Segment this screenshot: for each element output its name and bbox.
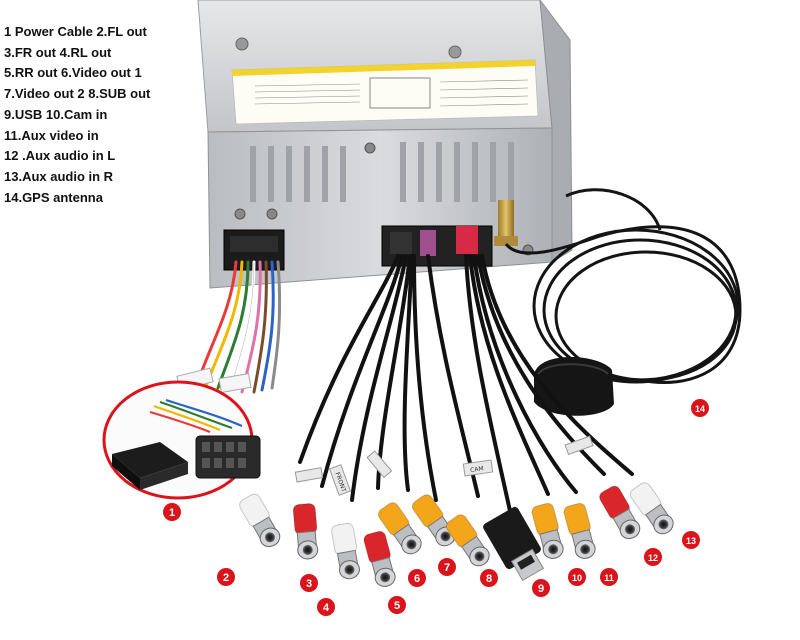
gps-cable: [504, 188, 742, 414]
head-unit: [197, 0, 573, 289]
rca-plug: [599, 485, 641, 540]
rca-plug: [363, 530, 396, 587]
fakra-red: [456, 226, 478, 254]
rca-plug: [563, 502, 596, 559]
callout-number: 6: [414, 573, 420, 585]
legend-line: 9.USB 10.Cam in: [4, 106, 108, 122]
screw: [364, 142, 376, 154]
iso-connector: [195, 435, 261, 479]
callout-number: 11: [604, 573, 614, 583]
gps-socket: [498, 200, 514, 244]
callout-badge-11: 11: [600, 568, 618, 586]
callout-badge-3: 3: [300, 574, 318, 592]
callout-badge-13: 13: [682, 531, 700, 549]
screw: [235, 37, 249, 51]
cooling-fins: [250, 142, 514, 202]
harness-label: [218, 372, 252, 394]
label-fine-print: [254, 79, 529, 107]
callout-badge-7: 7: [438, 558, 456, 576]
callout-badge-2: 2: [217, 568, 235, 586]
rca-plugs: [239, 482, 674, 587]
can-box: [112, 442, 188, 490]
legend-line: 11.Aux video in: [4, 127, 99, 143]
screw: [234, 208, 246, 220]
callout-badge-14: 14: [691, 399, 709, 417]
label-schematic: [369, 77, 431, 109]
callout-number: 1: [169, 507, 175, 519]
cable-tag-cam: CAM: [462, 459, 494, 477]
fakra-violet: [420, 230, 436, 256]
screw: [448, 45, 462, 59]
warning-label: [231, 59, 539, 125]
legend-line: 7.Video out 2 8.SUB out: [4, 86, 151, 102]
rca-plug: [331, 522, 360, 580]
legend-line: 13.Aux audio in R: [4, 168, 114, 184]
rca-plug: [531, 502, 564, 559]
cable-tag: [366, 450, 393, 479]
av-cables: [298, 254, 634, 522]
rca-plug: [239, 493, 281, 548]
callout-number: 9: [538, 583, 544, 595]
callout-badge-10: 10: [568, 568, 586, 586]
callout-badge-12: 12: [644, 548, 662, 566]
callout-number: 2: [223, 572, 229, 584]
callout-number: 4: [323, 602, 330, 614]
legend-line: 14.GPS antenna: [4, 189, 103, 205]
chassis-side: [539, 0, 573, 263]
usb-connector: [483, 506, 545, 582]
callout-number: 5: [394, 600, 400, 612]
rca-plug: [445, 514, 490, 567]
rca-plug: [292, 503, 319, 560]
cable-tag-front: FRONT: [328, 464, 352, 496]
cable-tag: [294, 467, 324, 483]
rca-plug: [377, 502, 422, 555]
callout-number: 12: [648, 553, 658, 563]
callout-badge-6: 6: [408, 569, 426, 587]
callout-badge-8: 8: [480, 569, 498, 587]
legend-line: 3.FR out 4.RL out: [4, 44, 112, 60]
tag-text-cam: CAM: [470, 465, 484, 474]
legend-line: 5.RR out 6.Video out 1: [4, 65, 142, 81]
callout-badge-4: 4: [317, 598, 335, 616]
callout-number: 3: [306, 578, 312, 590]
screw: [266, 208, 278, 220]
callout-badge-1: 1: [163, 503, 181, 521]
inset-wires: [149, 398, 243, 434]
rca-plug: [629, 482, 674, 535]
label-stripe: [232, 60, 535, 76]
callout-badge-9: 9: [532, 579, 550, 597]
video-port: [390, 232, 412, 254]
callout-number: 13: [686, 536, 696, 546]
legend-line: 12 .Aux audio in L: [4, 148, 116, 164]
callout-number: 10: [572, 573, 582, 583]
callout-number: 8: [486, 573, 492, 585]
callout-badge-5: 5: [388, 596, 406, 614]
legend-line: 1 Power Cable 2.FL out: [4, 24, 147, 39]
cable-tag: [564, 435, 594, 456]
connector-legend: 1 Power Cable 2.FL out 3.FR out 4.RL out…: [4, 22, 150, 208]
callout-number: 7: [444, 562, 450, 574]
callout-number: 14: [695, 404, 705, 414]
